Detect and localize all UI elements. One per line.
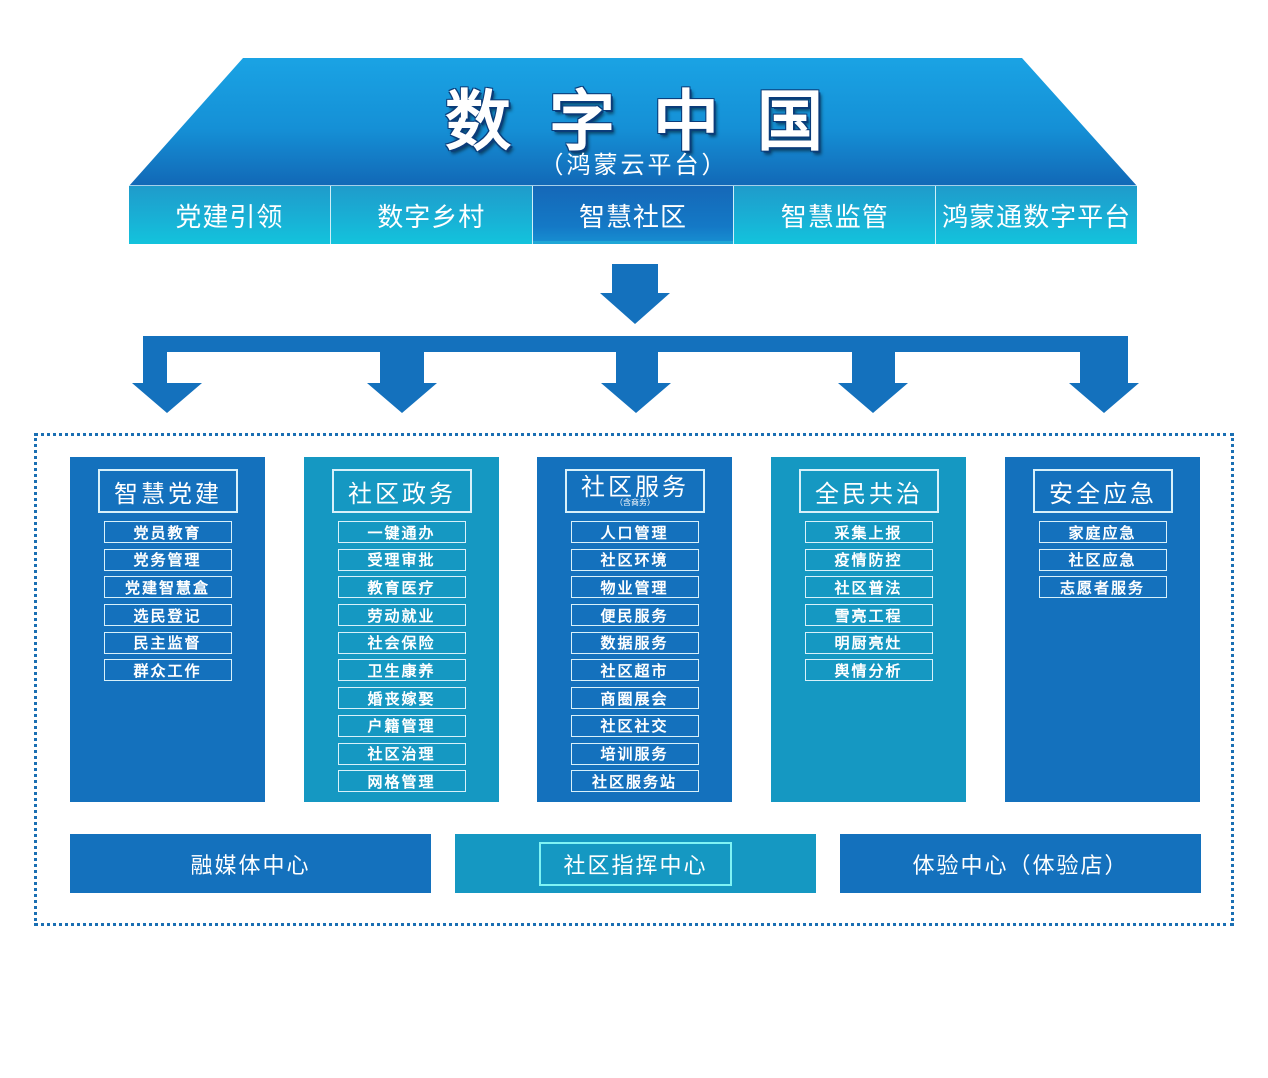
module-item[interactable]: 社区社交 [570, 714, 699, 737]
module-item[interactable]: 疫情防控 [804, 548, 933, 571]
module-item[interactable]: 党务管理 [103, 548, 232, 571]
module-item[interactable]: 群众工作 [103, 659, 232, 682]
down-arrow-icon [838, 352, 908, 413]
category-tabs: 党建引领 数字乡村 智慧社区 智慧监管 鸿蒙通数字平台 [129, 186, 1137, 244]
media-center-button[interactable]: 融媒体中心 [70, 834, 431, 893]
down-arrow-icon [1069, 336, 1139, 413]
module-item[interactable]: 劳动就业 [337, 604, 466, 627]
module-item[interactable]: 社区环境 [570, 548, 699, 571]
module-item[interactable]: 社区治理 [337, 742, 466, 765]
module-item[interactable]: 社区服务站 [570, 770, 699, 793]
module-item[interactable]: 数据服务 [570, 631, 699, 654]
module-community-services: 社区服务 （含商务） 人口管理 社区环境 物业管理 便民服务 数据服务 社区超市… [537, 457, 732, 802]
module-item[interactable]: 家庭应急 [1038, 521, 1167, 543]
tab-digital-village[interactable]: 数字乡村 [329, 186, 532, 244]
down-arrow-icon [132, 336, 202, 413]
module-item[interactable]: 卫生康养 [337, 659, 466, 682]
module-item[interactable]: 婚丧嫁娶 [337, 687, 466, 710]
experience-center-button[interactable]: 体验中心（体验店） [840, 834, 1201, 893]
module-item[interactable]: 社会保险 [337, 631, 466, 654]
module-item[interactable]: 教育医疗 [337, 576, 466, 599]
module-item[interactable]: 志愿者服务 [1038, 576, 1167, 599]
module-item[interactable]: 雪亮工程 [804, 604, 933, 627]
module-title: 安全应急 [1033, 469, 1173, 513]
module-item[interactable]: 社区超市 [570, 659, 699, 682]
module-items: 党员教育 党务管理 党建智慧盒 选民登记 民主监督 群众工作 [70, 521, 265, 687]
module-item[interactable]: 物业管理 [570, 576, 699, 599]
center-label: 体验中心（体验店） [912, 853, 1129, 879]
module-item[interactable]: 党建智慧盒 [103, 576, 232, 599]
module-items: 一键通办 受理审批 教育医疗 劳动就业 社会保险 卫生康养 婚丧嫁娶 户籍管理 … [304, 521, 499, 798]
distribution-bar [143, 336, 1128, 352]
module-item[interactable]: 舆情分析 [804, 659, 933, 682]
tab-smart-community[interactable]: 智慧社区 [531, 186, 734, 244]
module-item[interactable]: 便民服务 [570, 604, 699, 627]
module-items: 家庭应急 社区应急 志愿者服务 [1005, 521, 1200, 604]
module-title-note: （含商务） [615, 498, 655, 507]
center-label: 融媒体中心 [190, 853, 311, 879]
module-item[interactable]: 一键通办 [337, 521, 466, 543]
main-title: 数字中国 [445, 83, 861, 160]
module-community-affairs: 社区政务 一键通办 受理审批 教育医疗 劳动就业 社会保险 卫生康养 婚丧嫁娶 … [304, 457, 499, 802]
module-item[interactable]: 选民登记 [103, 604, 232, 627]
module-item[interactable]: 党员教育 [103, 521, 232, 543]
module-item[interactable]: 社区应急 [1038, 548, 1167, 571]
module-party-building: 智慧党建 党员教育 党务管理 党建智慧盒 选民登记 民主监督 群众工作 [70, 457, 265, 802]
main-down-arrow-icon [600, 264, 670, 324]
module-item[interactable]: 培训服务 [570, 742, 699, 765]
down-arrow-icon [367, 352, 437, 413]
tab-party-leadership[interactable]: 党建引领 [129, 186, 330, 244]
module-co-governance: 全民共治 采集上报 疫情防控 社区普法 雪亮工程 明厨亮灶 舆情分析 [771, 457, 966, 802]
module-items: 采集上报 疫情防控 社区普法 雪亮工程 明厨亮灶 舆情分析 [771, 521, 966, 687]
module-safety-emergency: 安全应急 家庭应急 社区应急 志愿者服务 [1005, 457, 1200, 802]
module-title: 社区政务 [332, 469, 472, 513]
module-items: 人口管理 社区环境 物业管理 便民服务 数据服务 社区超市 商圈展会 社区社交 … [537, 521, 732, 798]
tab-smart-supervision[interactable]: 智慧监管 [733, 186, 936, 244]
module-item[interactable]: 明厨亮灶 [804, 631, 933, 654]
down-arrow-icon [601, 352, 671, 413]
module-item[interactable]: 商圈展会 [570, 687, 699, 710]
command-center-button[interactable]: 社区指挥中心 [455, 834, 816, 893]
center-label: 社区指挥中心 [539, 841, 732, 886]
module-item[interactable]: 民主监督 [103, 631, 232, 654]
module-item[interactable]: 网格管理 [337, 770, 466, 793]
sub-title: （鸿蒙云平台） [539, 151, 729, 179]
header-trapezoid [129, 58, 1137, 186]
module-title: 智慧党建 [98, 469, 238, 513]
module-title: 社区服务 （含商务） [565, 469, 705, 513]
tab-hongmeng-platform[interactable]: 鸿蒙通数字平台 [935, 186, 1137, 244]
module-item[interactable]: 采集上报 [804, 521, 933, 543]
module-title: 全民共治 [799, 469, 939, 513]
module-item[interactable]: 人口管理 [570, 521, 699, 543]
module-item[interactable]: 社区普法 [804, 576, 933, 599]
module-item[interactable]: 户籍管理 [337, 714, 466, 737]
module-item[interactable]: 受理审批 [337, 548, 466, 571]
modules-frame [34, 433, 1234, 926]
